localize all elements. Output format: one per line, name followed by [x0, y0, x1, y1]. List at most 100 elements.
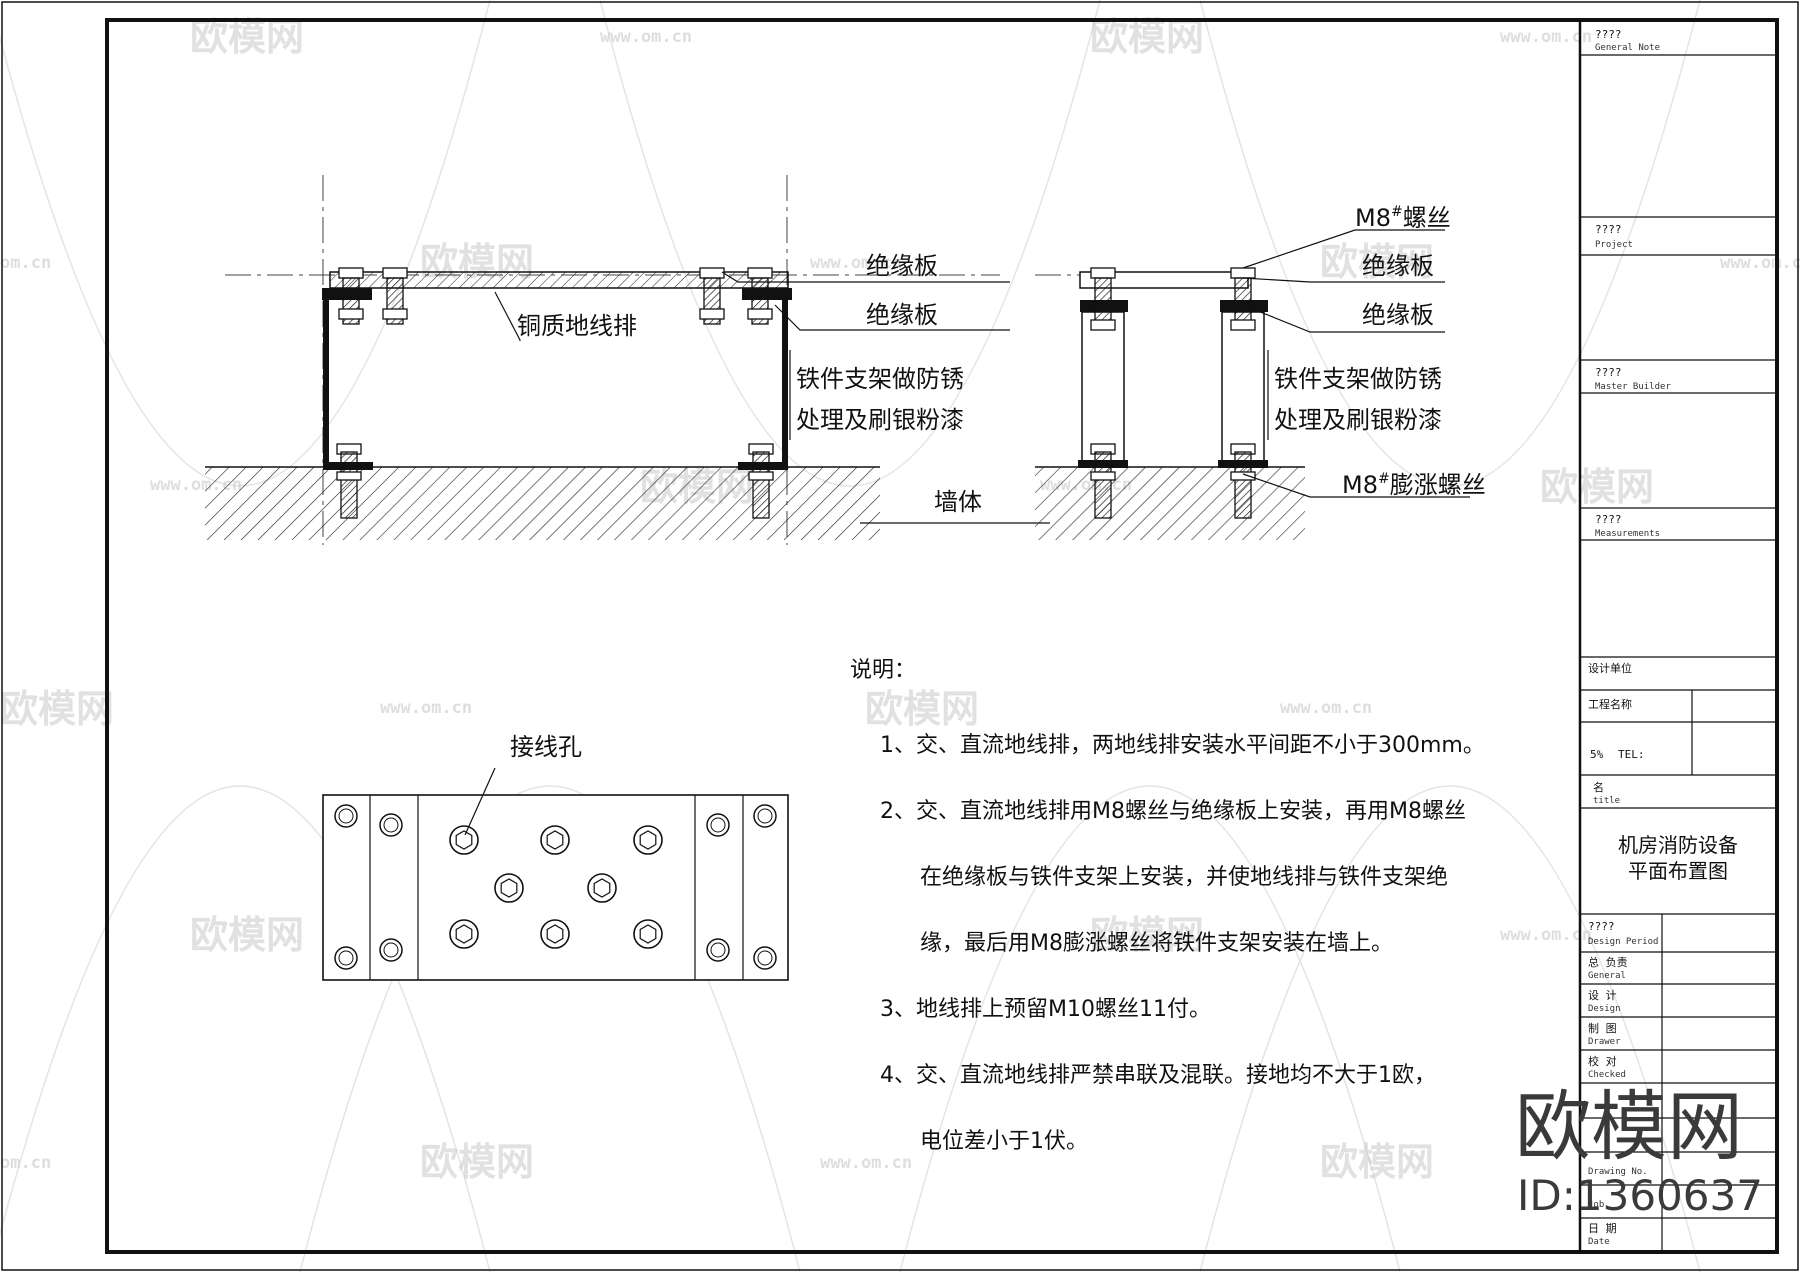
mounting-hole — [706, 938, 730, 962]
terminal-hole — [587, 873, 617, 903]
mounting-hole-inner — [383, 817, 399, 833]
tb-date: 日 期 — [1588, 1222, 1617, 1235]
terminal-hole-nut — [455, 924, 473, 944]
leader-line — [464, 767, 496, 836]
tb-title-label-en: title — [1593, 796, 1620, 806]
drawing-title: 平面布置图 — [1628, 859, 1728, 883]
label-bracket-note: 铁件支架做防锈 — [1274, 365, 1442, 393]
tb-design-period: ???? — [1588, 920, 1615, 933]
watermark-brand: 欧模网 — [1320, 1140, 1434, 1184]
note-line: 在绝缘板与铁件支架上安装，并使地线排与铁件支架绝 — [920, 865, 1448, 890]
tb-drawing-no-en: Drawing No. — [1588, 1167, 1648, 1177]
leader-lines — [494, 271, 1050, 524]
tb-checked: 校 对 — [1588, 1054, 1617, 1068]
tb-master-builder-en: Master Builder — [1595, 382, 1671, 392]
notes-heading: 说明： — [850, 658, 916, 683]
terminal-hole — [540, 825, 570, 855]
label-terminal-hole: 接线孔 — [510, 733, 582, 761]
tb-master-builder: ???? — [1595, 366, 1622, 379]
watermark-url: www.om.cn — [1720, 253, 1800, 273]
terminal-hole — [633, 919, 663, 949]
note-line: 2、交、直流地线排用M8螺丝与绝缘板上安装，再用M8螺丝 — [880, 799, 1466, 824]
label-insulation-board: 绝缘板 — [1362, 301, 1434, 329]
label-insulation-board: 绝缘板 — [1362, 252, 1434, 280]
tb-measurements: ???? — [1595, 513, 1622, 526]
watermark-brand: 欧模网 — [1090, 913, 1204, 957]
tb-designer-company: 设计单位 — [1588, 661, 1632, 675]
tb-title-label: 名 — [1593, 780, 1604, 794]
watermark-id: ID:1360637 — [1517, 1171, 1763, 1220]
leader-lines — [1242, 229, 1470, 498]
tb-project: ???? — [1595, 223, 1622, 236]
mounting-hole-inner — [338, 950, 354, 966]
tb-date-en: Date — [1588, 1237, 1610, 1247]
label-expansion-screw: M8#膨涨螺丝 — [1342, 471, 1486, 499]
tb-general: 总 负责 — [1588, 955, 1628, 969]
watermark-url: www.om.cn — [600, 27, 692, 47]
mounting-hole-inner — [757, 808, 773, 824]
section-view-right: M8#螺丝 绝缘板 绝缘板 铁件支架做防锈 处理及刷银粉漆 M8#膨涨螺丝 — [1035, 204, 1486, 540]
note-line: 4、交、直流地线排严禁串联及混联。接地均不大于1欧， — [880, 1063, 1436, 1088]
notes-section: 说明： 1、交、直流地线排，两地线排安装水平间距不小于300mm。 2、交、直流… — [850, 658, 1485, 1154]
watermark-url: www.om.cn — [1500, 27, 1592, 47]
label-insulation-board: 绝缘板 — [866, 252, 938, 280]
tb-job-en: Job — [1588, 1200, 1604, 1210]
tb-checked-en: Checked — [1588, 1070, 1626, 1080]
watermark-url: www.om.cn — [1280, 698, 1372, 718]
terminal-hole — [540, 919, 570, 949]
mounting-hole — [334, 804, 358, 828]
label-bracket-note: 处理及刷银粉漆 — [796, 406, 964, 434]
iron-bracket — [1221, 311, 1265, 463]
terminal-hole — [449, 919, 479, 949]
watermark-pattern — [0, 0, 1701, 1272]
tb-general-note-en: General Note — [1595, 43, 1660, 53]
watermark-brand-large: 欧模网 — [1515, 1082, 1743, 1171]
watermark-url: www.om.cn — [820, 1153, 912, 1173]
terminal-hole-nut — [593, 878, 611, 898]
watermark-brand: 欧模网 — [865, 687, 979, 731]
terminal-hole-nut — [455, 830, 473, 850]
tb-project-name: 工程名称 — [1588, 697, 1632, 711]
watermark-url: www.om.cn — [810, 253, 902, 273]
mounting-hole — [753, 946, 777, 970]
tb-tel-prefix: 5% — [1590, 748, 1604, 761]
watermark-url: www.om.cn — [1500, 925, 1592, 945]
plan-view-ground-bar: 接线孔 — [322, 733, 789, 981]
mounting-hole — [706, 813, 730, 837]
mounting-hole-inner — [338, 808, 354, 824]
mounting-hole-inner — [383, 942, 399, 958]
watermark-brand: 欧模网 — [1090, 15, 1204, 59]
mounting-hole-inner — [757, 950, 773, 966]
label-m8-screw: M8#螺丝 — [1355, 204, 1451, 232]
note-line: 3、地线排上预留M10螺丝11付。 — [880, 997, 1211, 1022]
watermark-url: www.om.cn — [380, 698, 472, 718]
note-line: 1、交、直流地线排，两地线排安装水平间距不小于300mm。 — [880, 733, 1485, 758]
drawing-frame — [105, 18, 1779, 1254]
wall-hatch — [1035, 467, 1305, 540]
watermark-url-edge: om.cn — [0, 1153, 51, 1173]
terminal-hole-nut — [546, 924, 564, 944]
iron-bracket — [323, 300, 329, 467]
watermark-brand: 欧模网 — [420, 1140, 534, 1184]
drawing-title: 机房消防设备 — [1618, 833, 1738, 857]
mounting-hole-inner — [710, 817, 726, 833]
mounting-hole-inner — [710, 942, 726, 958]
iron-bracket — [1081, 311, 1125, 463]
watermark-brand: 欧模网 — [190, 913, 304, 957]
terminal-hole-nut — [546, 830, 564, 850]
wall-hatch — [205, 467, 880, 540]
terminal-hole — [449, 825, 479, 855]
watermark-brand: 欧模网 — [1320, 240, 1434, 284]
watermark-brand: 欧模网 — [190, 15, 304, 59]
section-view-left: 绝缘板 绝缘板 铜质地线排 铁件支架做防锈 处理及刷银粉漆 墙体 — [205, 175, 1050, 545]
copper-ground-bar — [329, 271, 789, 289]
tb-drawer-en: Drawer — [1588, 1037, 1621, 1047]
mounting-hole — [753, 804, 777, 828]
mounting-hole — [379, 938, 403, 962]
terminal-hole-nut — [639, 830, 657, 850]
tb-measurements-en: Measurements — [1595, 529, 1660, 539]
label-bracket-note: 处理及刷银粉漆 — [1274, 406, 1442, 434]
